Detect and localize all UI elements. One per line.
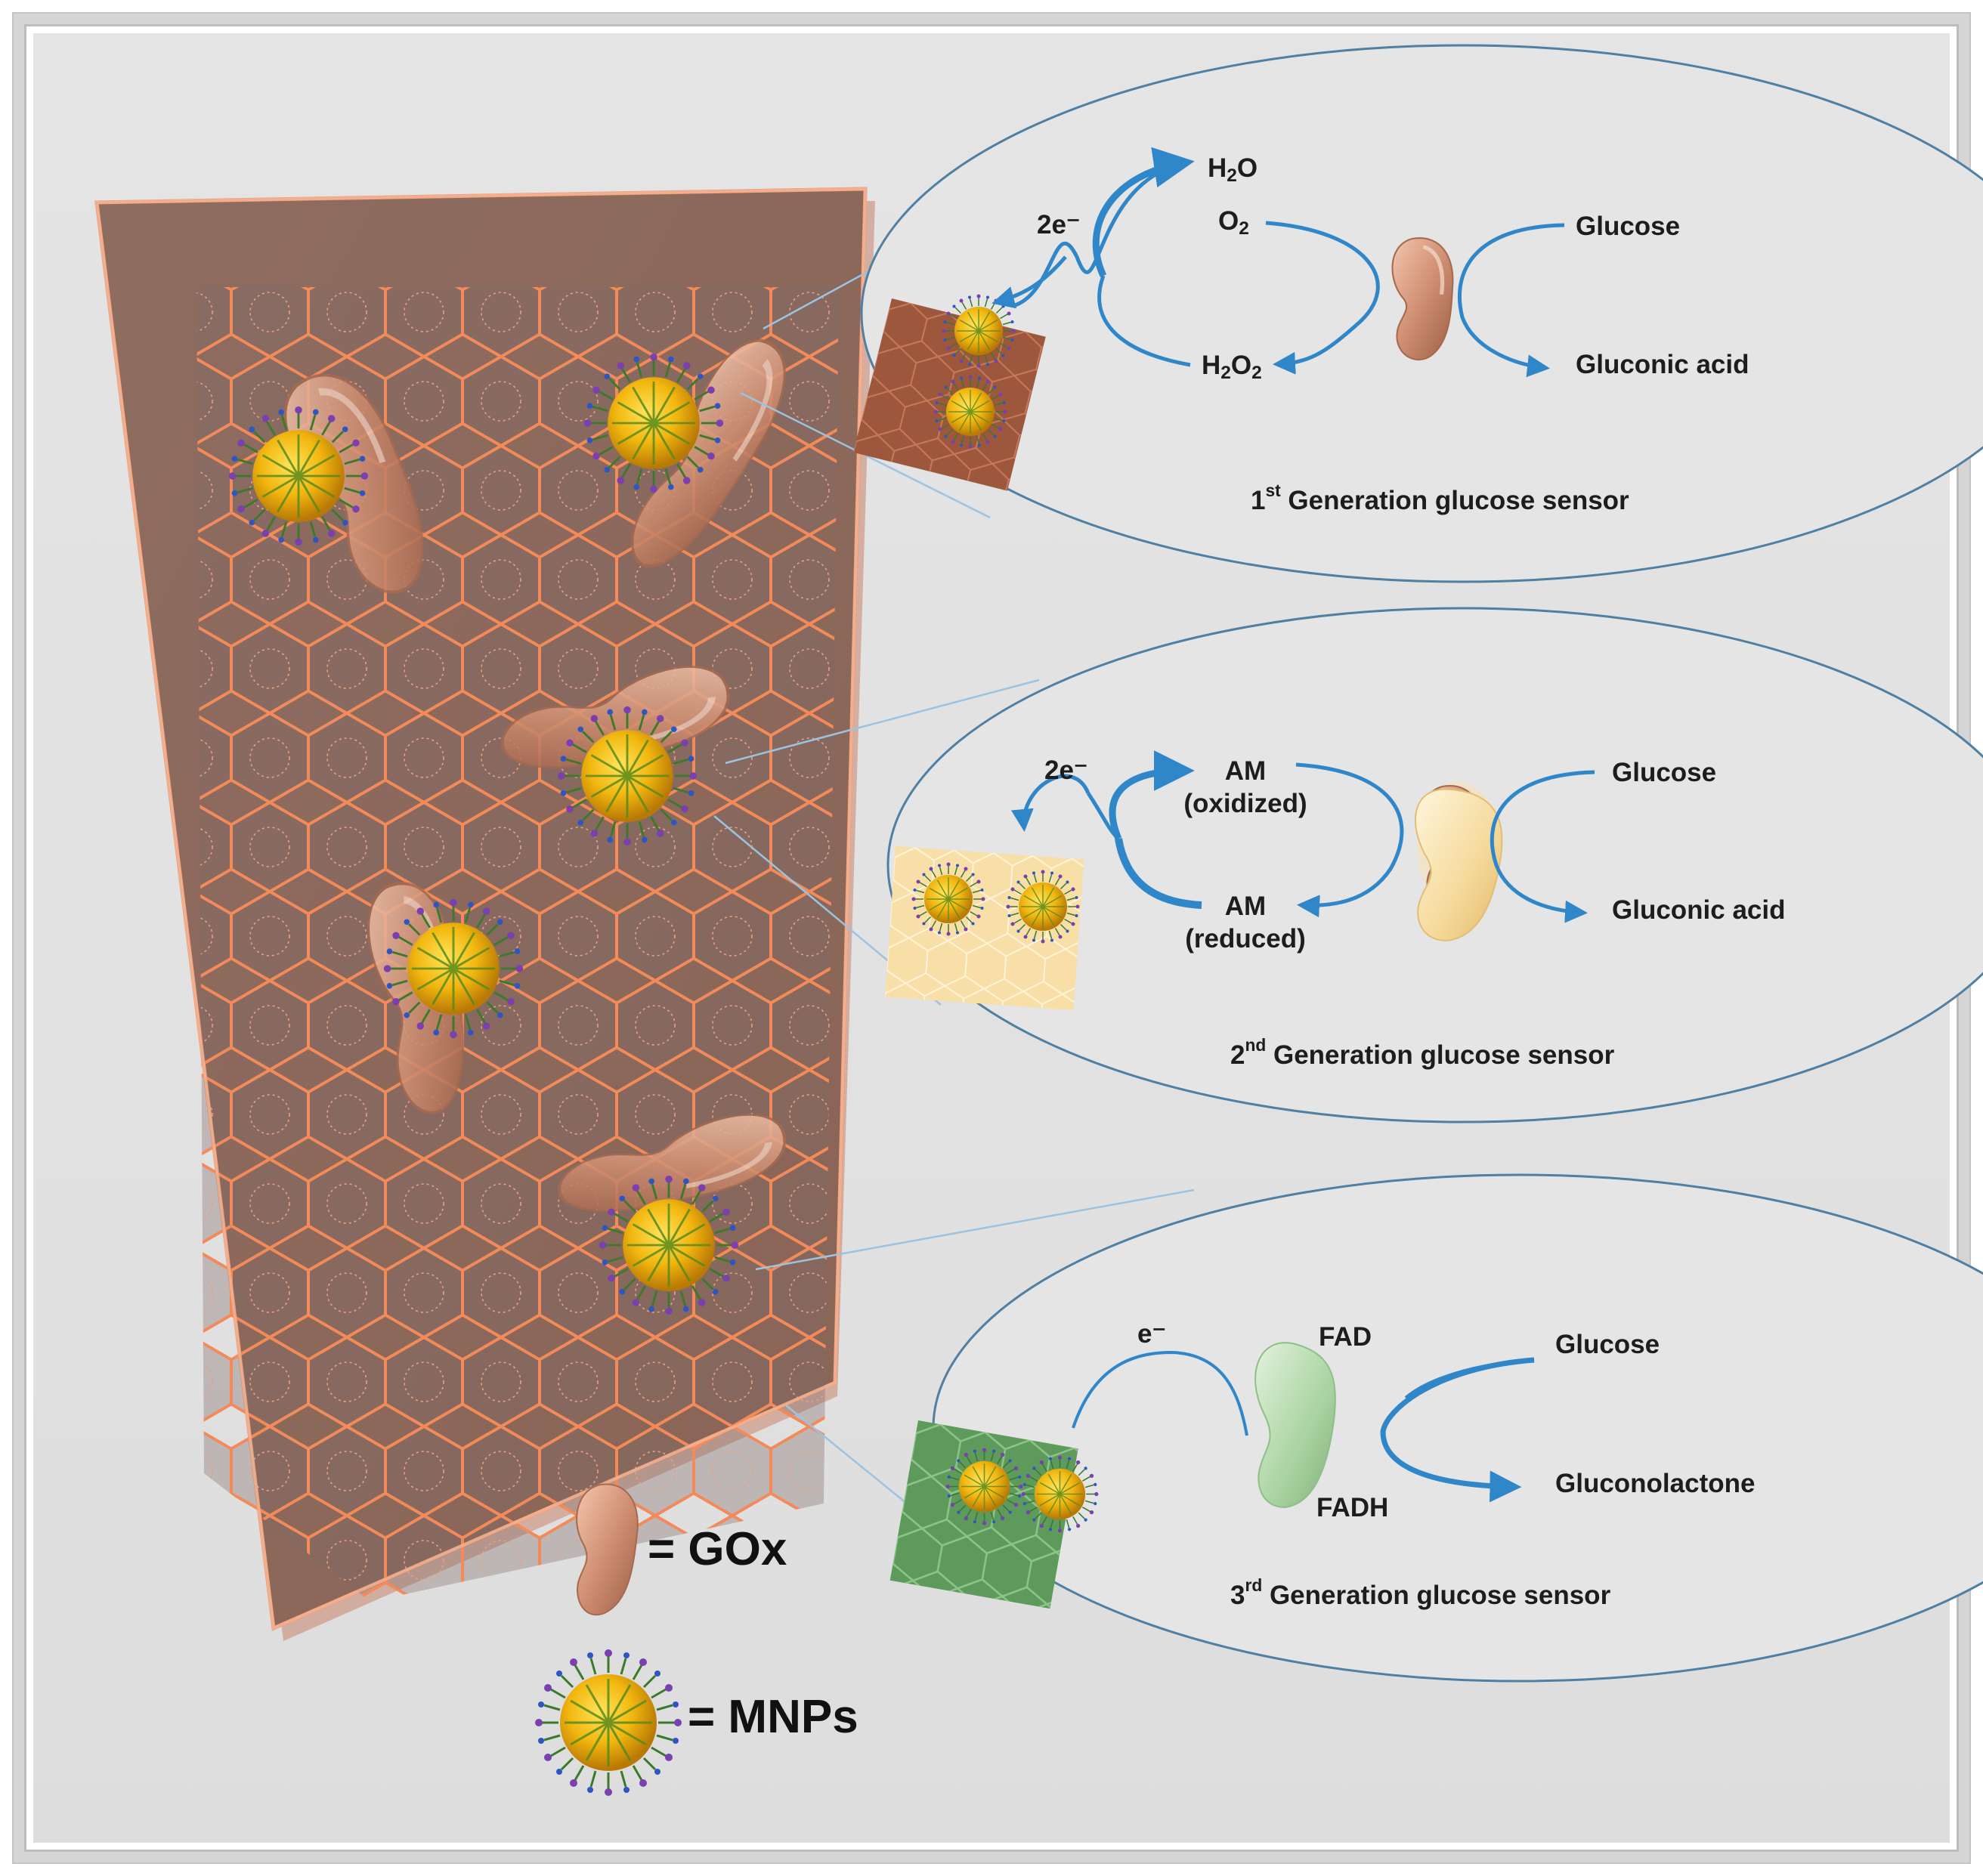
panel1-o2-label: O2 [1218, 206, 1249, 240]
legend-gox-label: = GOx [648, 1523, 787, 1575]
panel2-am-oxidized-label: AM(oxidized) [1183, 756, 1307, 818]
panel-3rd-generation [889, 1173, 1983, 1683]
panel-1st-generation [853, 44, 1983, 583]
panel1-h2o-label: H2O [1208, 153, 1258, 187]
panel2-glucose-label: Glucose [1612, 758, 1717, 787]
panel3-gluconolactone-label: Gluconolactone [1555, 1469, 1756, 1498]
panel1-gluconic-acid-label: Gluconic acid [1576, 350, 1749, 379]
panel1-electrode-square [853, 298, 1046, 491]
panel1-caption: 1st Generation glucose sensor [1251, 481, 1629, 516]
legend-mnps-label: = MNPs [688, 1691, 858, 1743]
panel-2nd-generation [885, 607, 1983, 1123]
panel3-caption: 3rd Generation glucose sensor [1230, 1575, 1611, 1611]
panel3-fad-label: FAD [1319, 1322, 1372, 1352]
panel3-electrons-label: e⁻ [1137, 1319, 1166, 1349]
panel2-electrode-square [885, 846, 1084, 1010]
panel3-fadh-label: FADH [1316, 1493, 1389, 1522]
panel3-glucose-label: Glucose [1555, 1330, 1660, 1359]
panel2-electrons-label: 2e⁻ [1044, 756, 1088, 785]
panel2-am-reduced-label: AM(reduced) [1185, 892, 1306, 953]
panel1-h2o2-label: H2O2 [1202, 351, 1262, 384]
legend-mnps-icon [534, 1648, 683, 1797]
panel1-glucose-label: Glucose [1576, 212, 1681, 241]
panel2-gluconic-acid-label: Gluconic acid [1612, 895, 1786, 925]
legend-gox-icon [576, 1483, 639, 1616]
panel2-caption: 2nd Generation glucose sensor [1230, 1035, 1615, 1071]
panel1-electrons-label: 2e⁻ [1037, 210, 1081, 240]
